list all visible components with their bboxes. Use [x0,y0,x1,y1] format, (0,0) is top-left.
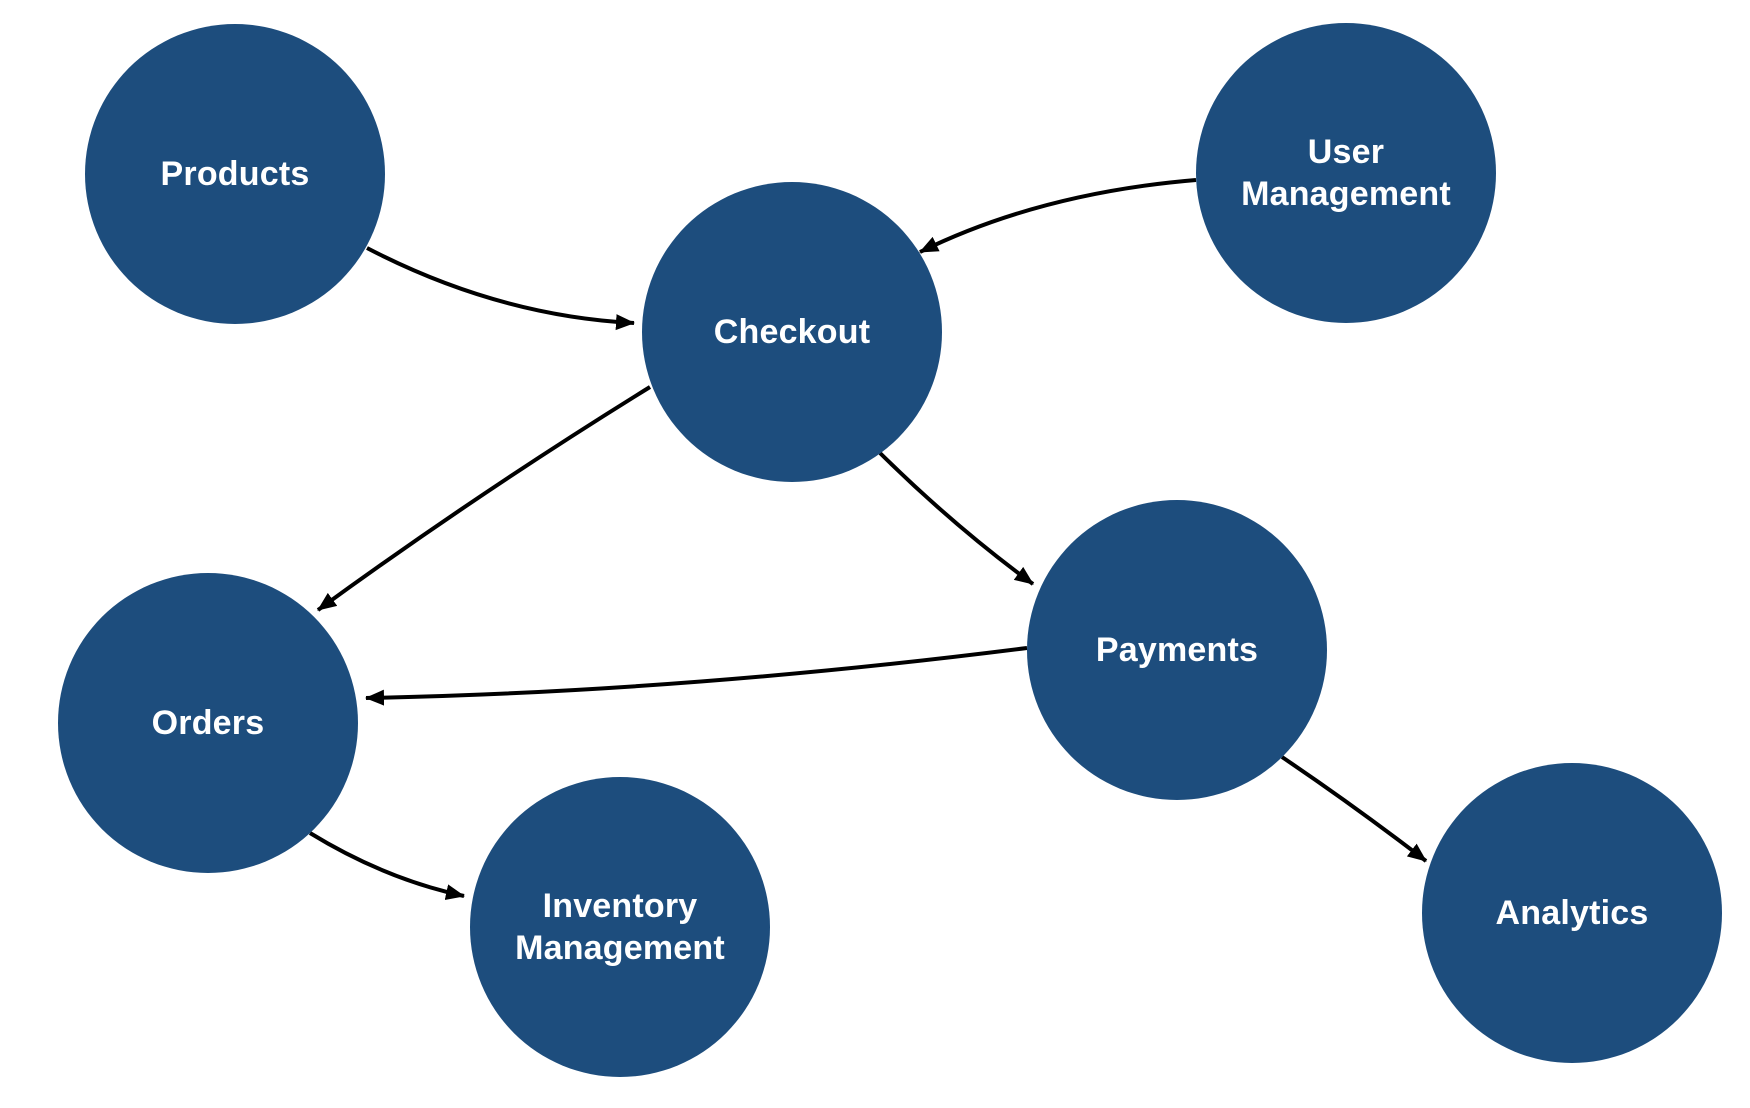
node-inventory-management: Inventory Management [470,777,770,1077]
node-label-checkout: Checkout [713,312,871,351]
node-label-inventory-management: Inventory Management [515,886,725,967]
node-checkout: Checkout [642,182,942,482]
node-analytics: Analytics [1422,763,1722,1063]
node-payments: Payments [1027,500,1327,800]
node-label-products: Products [160,154,310,193]
node-user-management: User Management [1196,23,1496,323]
node-orders: Orders [58,573,358,873]
edge-payments-to-analytics [1280,755,1428,863]
node-products: Products [85,24,385,324]
node-label-orders: Orders [151,703,265,742]
edge-products-to-checkout [366,246,635,331]
node-label-user-management: User Management [1241,132,1451,213]
edge-user-management-to-checkout [919,178,1197,254]
edge-orders-to-inventory-management [308,831,465,901]
node-label-analytics: Analytics [1495,893,1649,932]
edge-checkout-to-orders [316,385,652,612]
edge-payments-to-orders [365,646,1028,706]
edge-checkout-to-payments [878,451,1035,586]
node-label-payments: Payments [1095,630,1259,669]
